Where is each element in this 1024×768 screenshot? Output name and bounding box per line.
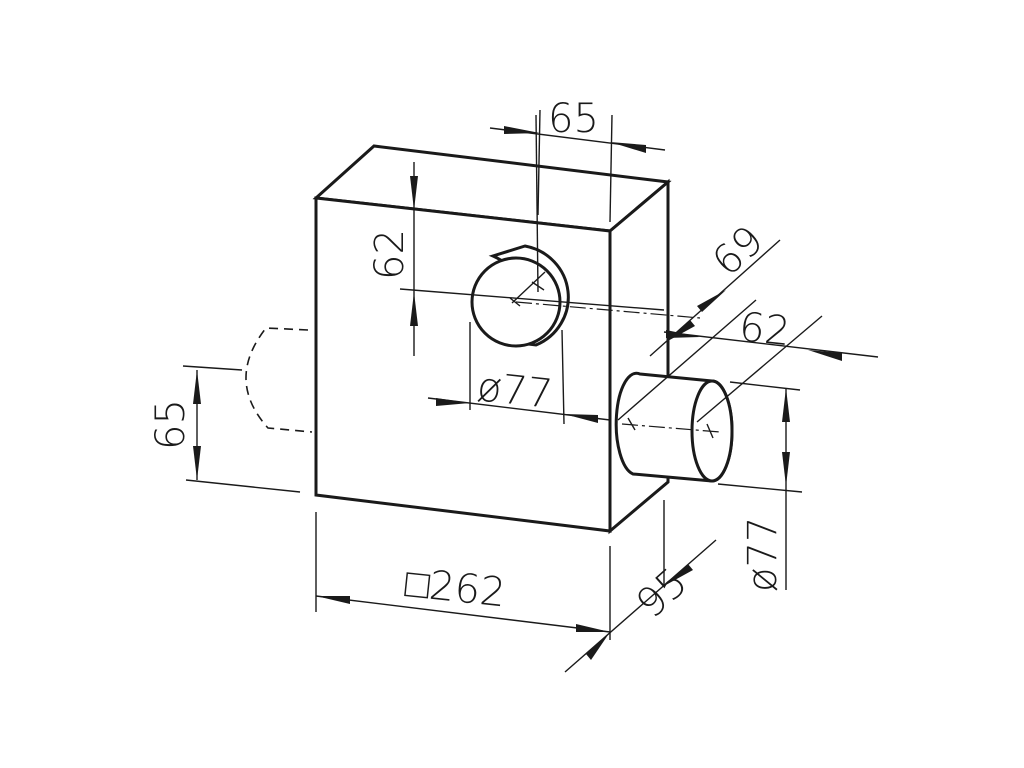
dim-front-diameter-label: ø77: [475, 364, 555, 418]
dimension-side-offset: 62: [617, 299, 879, 423]
dimension-top-offset: 65: [489, 96, 666, 223]
box-right-face: [608, 178, 670, 535]
dimension-top-height: 62: [367, 162, 418, 356]
side-pipe-axis: [621, 423, 721, 433]
box-front-face: [314, 196, 612, 533]
dim-left-height-label: 65: [148, 399, 194, 450]
dim-width-label: □262: [403, 560, 508, 616]
dimension-width: □262: [315, 512, 611, 640]
front-pipe-centerlines: [399, 114, 701, 319]
hidden-rear-pipe: [245, 327, 313, 433]
dim-depth-label: 69: [704, 217, 773, 285]
dim-side-diameter-label: ø77: [740, 517, 786, 592]
dimension-front-diameter: ø77: [427, 322, 611, 425]
dimension-side-diameter: ø77: [717, 381, 803, 592]
dim-top-offset-label: 65: [548, 96, 599, 142]
dim-side-offset-label: 62: [737, 304, 792, 355]
dim-top-height-label: 62: [367, 229, 413, 280]
dimension-left-height: 65: [148, 365, 301, 493]
